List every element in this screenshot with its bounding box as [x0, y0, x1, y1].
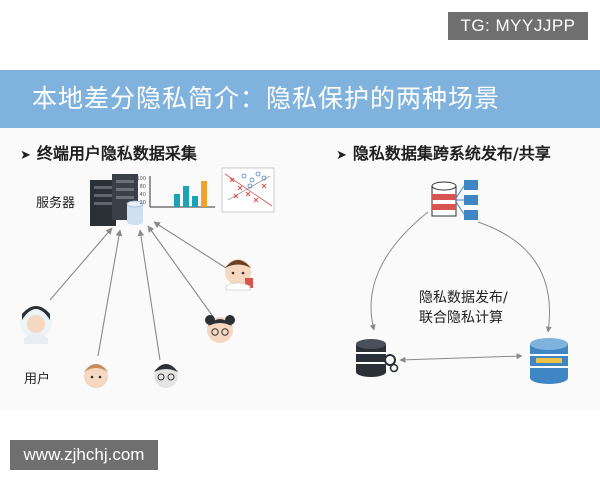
right-heading-text: 隐私数据集跨系统发布/共享 [352, 144, 551, 163]
publish-label-line1: 隐私数据发布/ [419, 290, 508, 306]
bottom-watermark: www.zjhchj.com [10, 440, 158, 470]
publish-label-line2: 联合隐私计算 [419, 310, 503, 326]
publish-label: 隐私数据发布/ 联合隐私计算 [419, 288, 508, 328]
scatter-plot-icon [221, 167, 275, 213]
right-section-heading: ➤ 隐私数据集跨系统发布/共享 [336, 140, 551, 164]
user-avatar-icon [84, 364, 108, 388]
upload-arrows [49, 221, 227, 361]
user-avatar-icon [20, 306, 52, 344]
slide-title: 本地差分隐私简介：隐私保护的两种场景 [0, 70, 600, 128]
svg-text:40: 40 [140, 192, 146, 198]
user-avatar-icon [205, 315, 235, 343]
exchange-arrows [369, 211, 552, 363]
chevron-right-icon: ➤ [336, 148, 347, 163]
database-icon [530, 338, 568, 384]
database-icon [431, 180, 478, 220]
server-rack-icon [90, 174, 138, 226]
svg-text:20: 20 [140, 200, 146, 206]
svg-text:100: 100 [136, 176, 146, 182]
server-database-icon [126, 200, 144, 225]
svg-text:80: 80 [140, 184, 146, 190]
server-label: 服务器 [36, 196, 76, 211]
user-avatar-icon [154, 364, 178, 388]
left-section-heading: ➤ 终端用户隐私数据采集 [20, 140, 197, 164]
database-icon [356, 339, 386, 377]
user-avatar-icon [225, 259, 253, 291]
bar-chart-icon: 100 80 40 20 [136, 176, 215, 208]
chevron-right-icon: ➤ [20, 148, 31, 163]
slide-body [0, 128, 600, 410]
left-heading-text: 终端用户隐私数据采集 [36, 144, 197, 163]
user-label: 用户 [24, 372, 51, 387]
top-watermark: TG: MYYJJPP [448, 12, 588, 40]
gear-icon [384, 354, 399, 373]
